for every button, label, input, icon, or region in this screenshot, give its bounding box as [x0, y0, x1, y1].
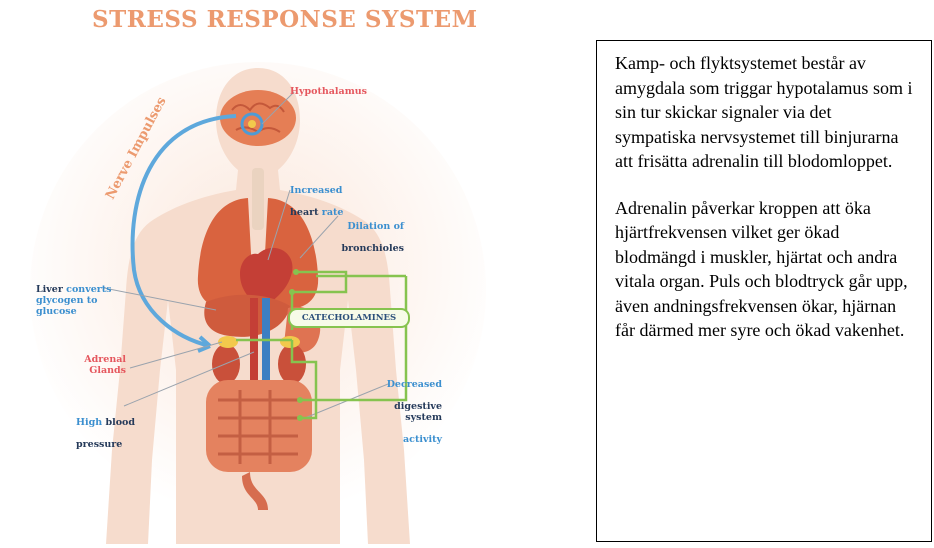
- decreased-digestive-label: Decreased digestive system activity: [366, 368, 442, 445]
- spine: [252, 168, 264, 230]
- activity-text: activity: [403, 434, 442, 445]
- aorta: [250, 298, 258, 388]
- figure-title: STRESS RESPONSE SYSTEM: [92, 6, 478, 33]
- liver-text: Liver: [36, 284, 63, 295]
- heart-text: heart: [290, 207, 319, 218]
- hypothalamus-label: Hypothalamus: [290, 86, 367, 97]
- description-paragraph-1: Kamp- och flyktsystemet består av amygda…: [615, 51, 913, 174]
- stress-response-illustration: Nerve Impulses Hypothalamus Increased he…: [0, 40, 560, 544]
- liver-label: Liver converts glycogen to glucose: [36, 284, 116, 317]
- dilation-label: Dilation of bronchioles: [318, 210, 404, 254]
- bronchioles-text: bronchioles: [341, 243, 404, 254]
- dilation-text: Dilation of: [347, 221, 404, 232]
- catecholamines-badge: CATECHOLAMINES: [288, 308, 410, 328]
- right-adrenal-gland: [280, 336, 300, 348]
- adrenal-glands-label: Adrenal Glands: [60, 354, 126, 376]
- description-paragraph-2: Adrenalin påverkar kroppen att öka hjärt…: [615, 196, 913, 343]
- pressure-text: pressure: [76, 439, 122, 450]
- decreased-text: Decreased: [387, 379, 442, 390]
- intestines: [206, 380, 312, 472]
- blood-text: blood: [102, 417, 135, 428]
- digestive-system-text: digestive system: [394, 401, 442, 423]
- high-blood-pressure-label: High blood pressure: [76, 406, 135, 450]
- vena-cava: [262, 298, 270, 388]
- increased-text: Increased: [290, 185, 342, 196]
- description-text-box: Kamp- och flyktsystemet består av amygda…: [596, 40, 932, 542]
- high-text: High: [76, 417, 102, 428]
